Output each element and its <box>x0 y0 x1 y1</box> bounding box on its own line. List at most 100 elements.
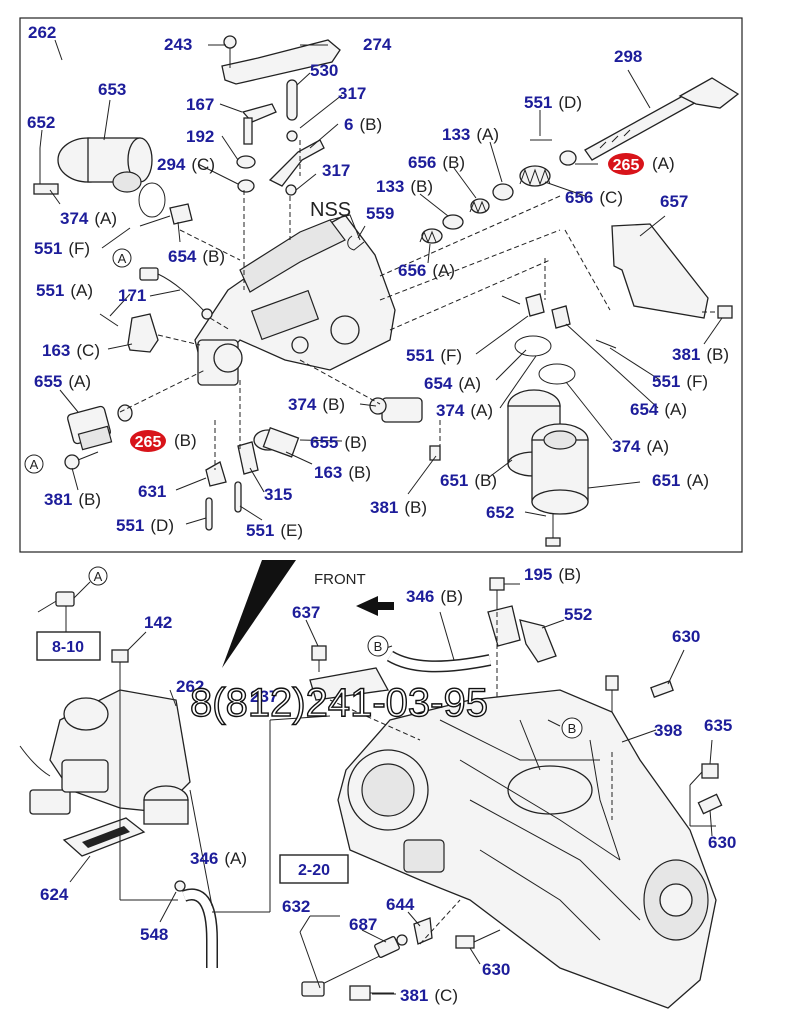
upper-frame <box>19 17 743 553</box>
part-label-552: 552 <box>564 605 592 624</box>
part-label-262: 262 <box>176 677 204 696</box>
lower-leaders <box>69 583 716 995</box>
ref-8-10[interactable]: 8-10 <box>36 631 101 661</box>
svg-text:A: A <box>30 457 39 472</box>
part-label-656: 656(B) <box>408 153 465 172</box>
part-label-133: 133(A) <box>442 125 499 144</box>
part-label-317: 317 <box>338 84 366 103</box>
part-label-687: 687 <box>349 915 377 934</box>
part-label-381: 381(C) <box>400 986 458 1005</box>
circle-mark-a: A <box>24 454 44 474</box>
part-label-551: 551(E) <box>246 521 303 540</box>
part-label-630: 630 <box>672 627 700 646</box>
part-label-294: 294(C) <box>157 155 215 174</box>
part-label-530: 530 <box>310 61 338 80</box>
part-label-262: 262 <box>28 23 56 42</box>
svg-text:(A): (A) <box>652 154 675 173</box>
part-label-651: 651(B) <box>440 471 497 490</box>
part-label-657: 657 <box>660 192 688 211</box>
part-label-631: 631 <box>138 482 166 501</box>
part-label-298: 298 <box>614 47 642 66</box>
part-label-274: 274 <box>363 35 392 54</box>
ref-8-10-label: 8-10 <box>52 639 84 656</box>
part-label-317: 317 <box>322 161 350 180</box>
part-label-624: 624 <box>40 885 69 904</box>
part-label-346: 346(A) <box>190 849 247 868</box>
part-labels: 262 243 274 530 653 167 317 652 192 6(B) 294(C) 317… <box>27 23 736 1005</box>
highlight-badge-265: 265 (B) <box>130 430 197 452</box>
part-label-192: 192 <box>186 127 214 146</box>
part-label-381: 381(B) <box>44 490 101 509</box>
ref-2-20[interactable]: 2-20 <box>279 854 349 884</box>
part-label-559: 559 <box>366 204 394 223</box>
circle-markers: A A A B B <box>24 248 583 739</box>
part-label-644: 644 <box>386 895 415 914</box>
circle-mark-a: A <box>88 566 108 586</box>
part-label-346: 346(B) <box>406 587 463 606</box>
upper-leaders <box>39 39 723 525</box>
svg-text:A: A <box>94 569 103 584</box>
part-label-381: 381(B) <box>672 345 729 364</box>
part-label-374: 374(A) <box>60 209 117 228</box>
part-label-651: 651(A) <box>652 471 709 490</box>
part-label-635: 635 <box>704 716 732 735</box>
assembly-pointer <box>222 560 296 668</box>
part-label-630: 630 <box>482 960 510 979</box>
part-label-551: 551(A) <box>36 281 93 300</box>
part-badges: 265 (A) 265 (B) <box>130 153 675 452</box>
part-label-656: 656(A) <box>398 261 455 280</box>
svg-text:A: A <box>118 251 127 266</box>
part-label-243: 243 <box>164 35 192 54</box>
part-label-653: 653 <box>98 80 126 99</box>
part-label-630: 630 <box>708 833 736 852</box>
svg-text:265: 265 <box>613 157 640 174</box>
part-label-398: 398 <box>654 721 682 740</box>
part-label-195: 195(B) <box>524 565 581 584</box>
part-label-654: 654(A) <box>424 374 481 393</box>
part-label-652: 652 <box>27 113 55 132</box>
part-label-652: 652 <box>486 503 514 522</box>
circle-mark-b: B <box>367 635 389 657</box>
part-label-551: 551(F) <box>652 372 708 391</box>
part-label-551: 551(F) <box>406 346 462 365</box>
part-label-551: 551(F) <box>34 239 90 258</box>
part-label-654: 654(B) <box>168 247 225 266</box>
svg-text:265: 265 <box>135 434 162 451</box>
highlight-badge-265: 265 (A) <box>608 153 675 175</box>
part-label-655: 655(B) <box>310 433 367 452</box>
part-label-163: 163(B) <box>314 463 371 482</box>
circle-mark-a: A <box>112 248 132 268</box>
part-label-374: 374(B) <box>288 395 345 414</box>
circle-mark-b: B <box>561 717 583 739</box>
part-label-656: 656(C) <box>565 188 623 207</box>
ref-2-20-label: 2-20 <box>298 862 330 879</box>
part-label-6: 6(B) <box>344 115 382 134</box>
part-label-374: 374(A) <box>612 437 669 456</box>
part-label-163: 163(C) <box>42 341 100 360</box>
svg-text:(B): (B) <box>174 431 197 450</box>
lower-parts <box>19 560 723 1009</box>
front-arrow-icon <box>356 596 394 616</box>
part-label-655: 655(A) <box>34 372 91 391</box>
part-label-654: 654(A) <box>630 400 687 419</box>
upper-parts <box>33 35 740 547</box>
part-label-171: 171 <box>118 286 146 305</box>
part-label-632: 632 <box>282 897 310 916</box>
svg-text:B: B <box>374 639 383 654</box>
part-label-381: 381(B) <box>370 498 427 517</box>
part-label-374: 374(A) <box>436 401 493 420</box>
svg-text:B: B <box>568 721 577 736</box>
part-label-548: 548 <box>140 925 168 944</box>
watermark-phone: 8(812)241-03-95 <box>190 681 488 725</box>
part-label-167: 167 <box>186 95 214 114</box>
part-label-237: 237 <box>250 687 278 706</box>
front-label: FRONT <box>314 571 366 588</box>
part-label-133: 133(B) <box>376 177 433 196</box>
nss-label: NSS <box>310 199 351 221</box>
part-label-315: 315 <box>264 485 292 504</box>
part-label-551: 551(D) <box>116 516 174 535</box>
part-label-551: 551(D) <box>524 93 582 112</box>
part-label-637: 637 <box>292 603 320 622</box>
part-label-142: 142 <box>144 613 172 632</box>
